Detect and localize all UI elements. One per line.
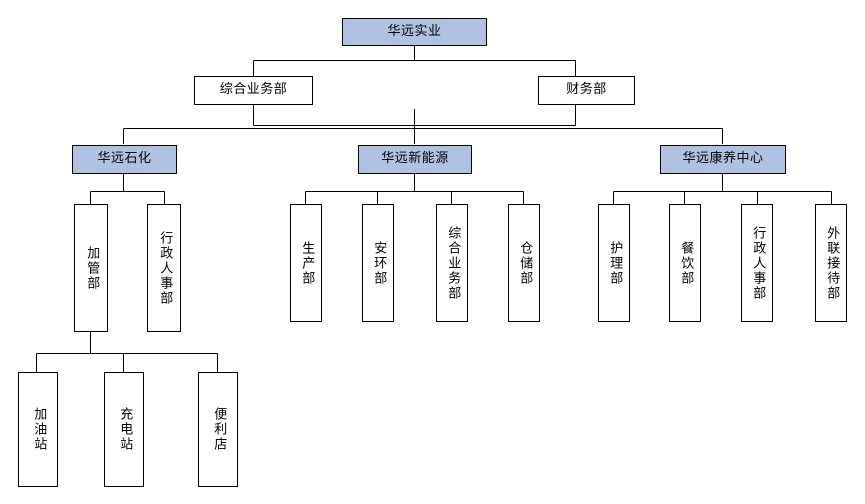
node-huayuan-new-energy-label: 华远新能源 xyxy=(381,151,449,167)
node-root[interactable]: 华远实业 xyxy=(342,18,487,46)
node-huayuan-petrochemical[interactable]: 华远石化 xyxy=(72,145,177,174)
node-huayuan-health-center-label: 华远康养中心 xyxy=(682,151,764,167)
node-huayuan-new-energy[interactable]: 华远新能源 xyxy=(358,145,472,174)
node-safety-environment-label: 安环部 xyxy=(371,240,387,286)
node-health-center-hr[interactable]: 行政人事部 xyxy=(741,204,773,322)
node-general-affairs-hq[interactable]: 综合业务部 xyxy=(194,76,313,105)
node-external-reception-label: 外联接待部 xyxy=(824,225,840,301)
node-convenience-store[interactable]: 便利店 xyxy=(198,372,238,487)
node-catering[interactable]: 餐饮部 xyxy=(669,204,701,322)
node-charging-station[interactable]: 充电站 xyxy=(104,372,144,487)
node-warehouse[interactable]: 仓储部 xyxy=(508,204,540,322)
node-general-affairs-hq-label: 综合业务部 xyxy=(219,82,288,98)
node-petrochemical-hr[interactable]: 行政人事部 xyxy=(147,204,181,332)
node-convenience-store-label: 便利店 xyxy=(211,407,227,452)
node-gas-station-label: 加油站 xyxy=(31,407,47,452)
node-pipeline-management-label: 加管部 xyxy=(84,245,100,291)
node-nursing[interactable]: 护理部 xyxy=(598,204,630,322)
node-general-affairs-energy[interactable]: 综合业务部 xyxy=(436,204,468,322)
node-root-label: 华远实业 xyxy=(387,23,442,39)
node-external-reception[interactable]: 外联接待部 xyxy=(815,204,847,322)
node-warehouse-label: 仓储部 xyxy=(517,240,533,286)
node-nursing-label: 护理部 xyxy=(607,240,623,286)
node-huayuan-health-center[interactable]: 华远康养中心 xyxy=(660,145,786,174)
node-pipeline-management[interactable]: 加管部 xyxy=(74,204,108,332)
node-catering-label: 餐饮部 xyxy=(678,240,694,286)
node-finance-label: 财务部 xyxy=(566,82,607,98)
node-production[interactable]: 生产部 xyxy=(290,204,322,322)
node-general-affairs-energy-label: 综合业务部 xyxy=(445,225,461,301)
node-petrochemical-hr-label: 行政人事部 xyxy=(157,230,173,306)
node-huayuan-petrochemical-label: 华远石化 xyxy=(97,151,152,167)
node-gas-station[interactable]: 加油站 xyxy=(18,372,58,487)
node-charging-station-label: 充电站 xyxy=(117,407,133,452)
node-safety-environment[interactable]: 安环部 xyxy=(362,204,394,322)
node-production-label: 生产部 xyxy=(299,240,315,286)
node-health-center-hr-label: 行政人事部 xyxy=(750,225,766,301)
node-finance[interactable]: 财务部 xyxy=(538,76,635,105)
